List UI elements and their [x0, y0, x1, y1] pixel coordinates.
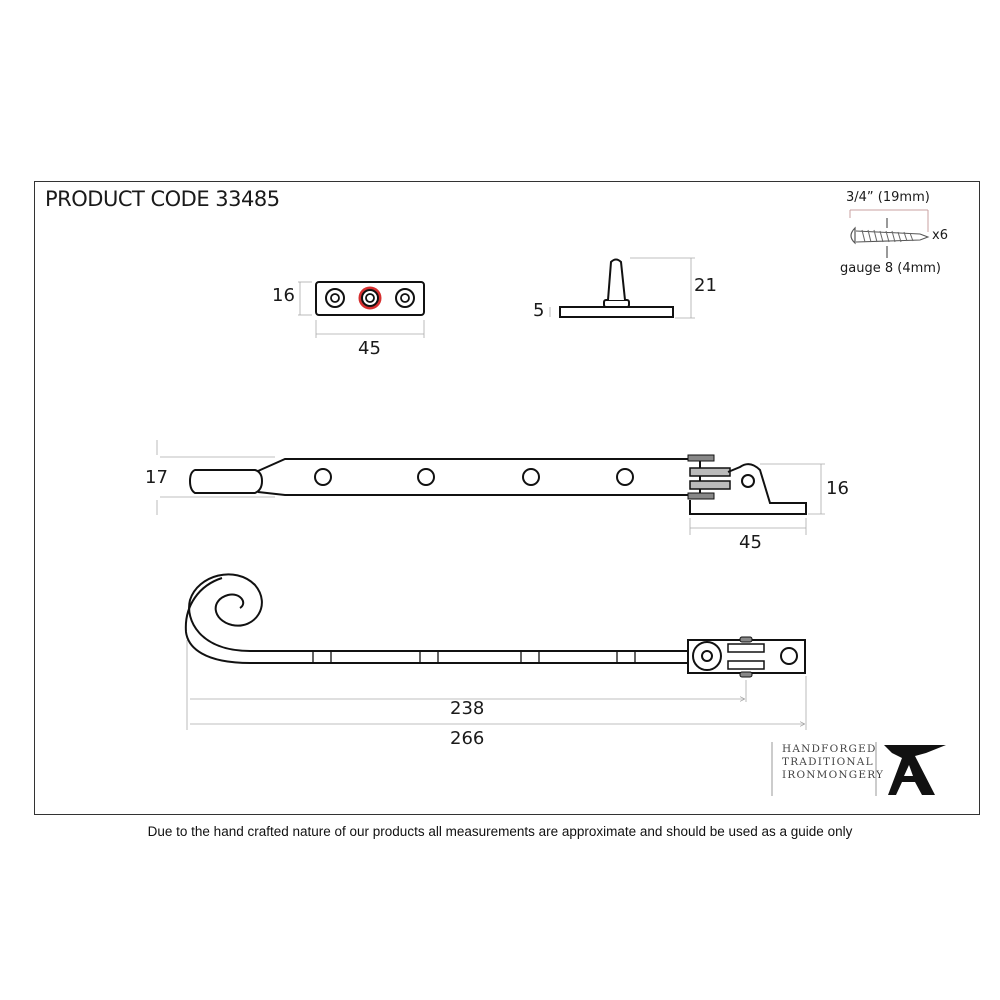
brand-line-3: IRONMONGERY — [782, 769, 885, 781]
pin-plate-top-view — [298, 281, 425, 338]
anvil-logo-icon — [771, 742, 946, 796]
overall-length-label: 266 — [450, 728, 485, 749]
stay-side-view — [184, 573, 807, 730]
screw-length-label: 3/4” (19mm) — [846, 190, 930, 205]
inner-length-label: 238 — [450, 698, 485, 719]
pin-height-label: 21 — [694, 275, 717, 296]
brand-line-2: TRADITIONAL — [782, 756, 874, 768]
screw-gauge-label: gauge 8 (4mm) — [840, 261, 941, 276]
pin-plate-width-label: 45 — [358, 338, 381, 359]
screw-quantity-label: x6 — [932, 228, 948, 243]
brand-tagline: HANDFORGED TRADITIONAL IRONMONGERY — [782, 743, 884, 782]
pin-plate-height-label: 16 — [272, 285, 295, 306]
stay-top-view — [156, 440, 825, 535]
bracket-height-label: 16 — [826, 478, 849, 499]
screw-icon — [849, 209, 930, 258]
product-code-title: PRODUCT CODE 33485 — [45, 187, 280, 211]
pin-side-view — [549, 257, 695, 319]
stay-width-label: 17 — [145, 467, 168, 488]
measurement-disclaimer: Due to the hand crafted nature of our pr… — [147, 824, 853, 839]
brand-line-1: HANDFORGED — [782, 743, 877, 755]
bracket-width-label: 45 — [739, 532, 762, 553]
drawing-frame — [34, 181, 980, 815]
pin-plate-thickness-label: 5 — [533, 300, 545, 321]
